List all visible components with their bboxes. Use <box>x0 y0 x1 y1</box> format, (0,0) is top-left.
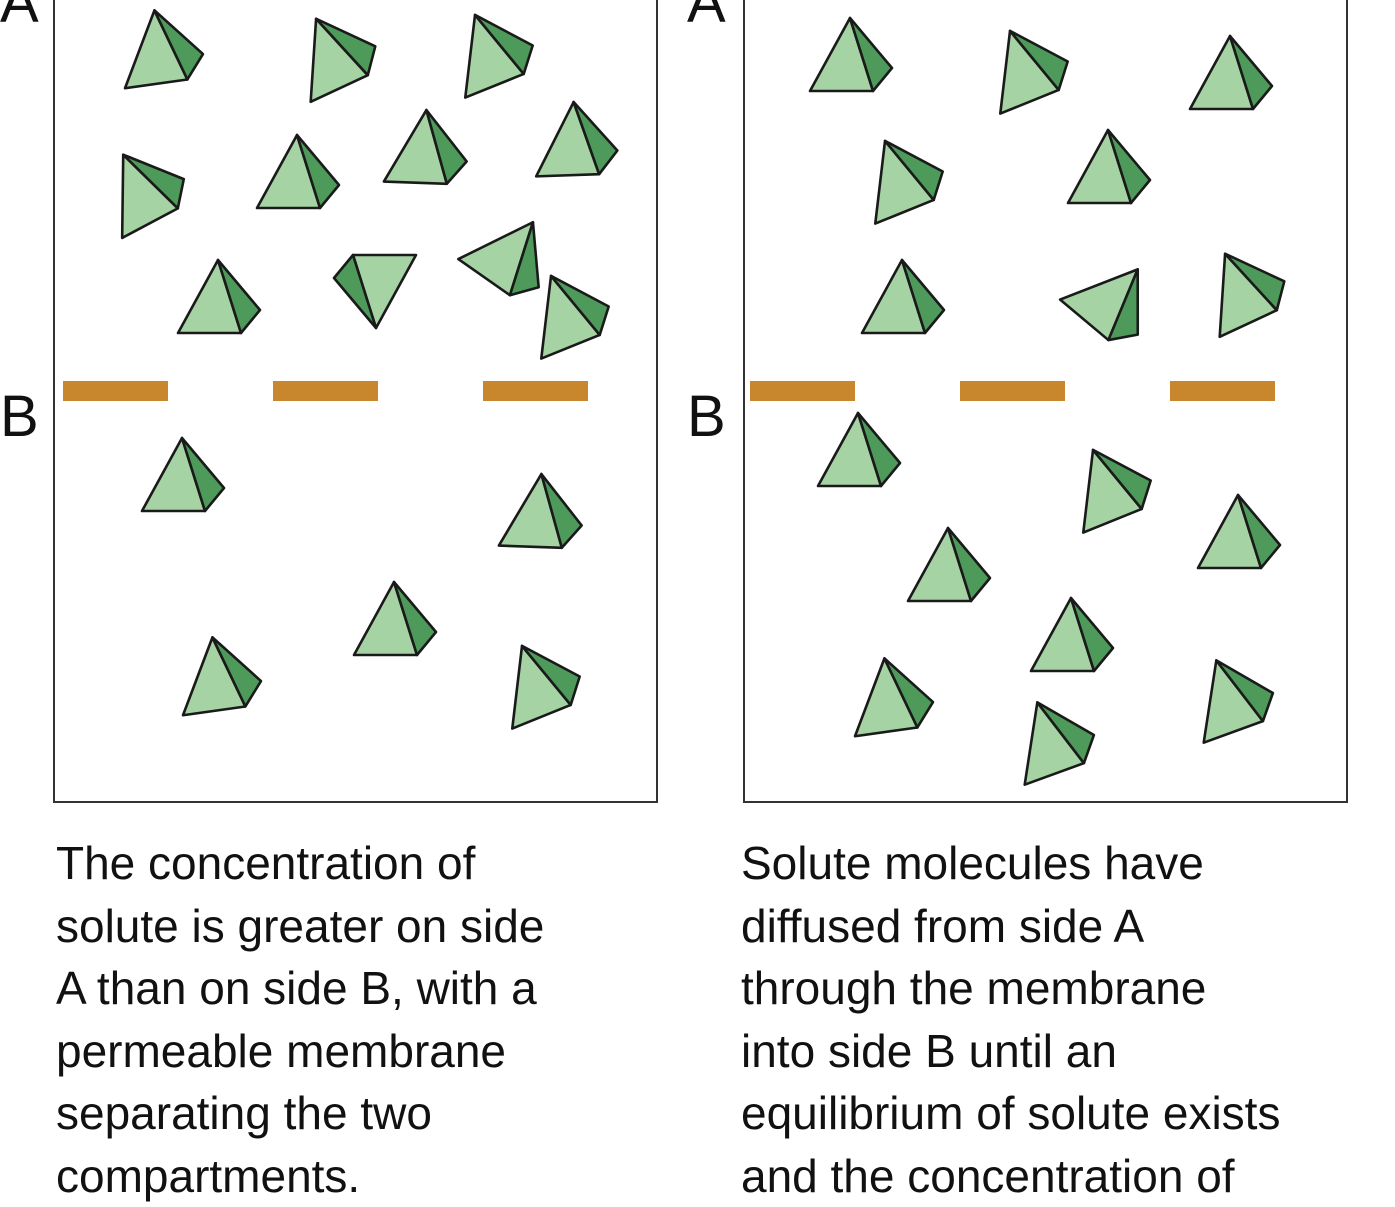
tetrahedron-icon <box>382 108 468 186</box>
membrane-segment <box>63 381 168 401</box>
panel-equilibrium-state: A B Solute molecules have diffused from … <box>687 0 1380 1202</box>
tetrahedron-icon <box>1058 268 1140 342</box>
tetrahedron-icon <box>457 220 540 297</box>
tetrahedron-icon <box>255 133 341 210</box>
tetrahedron-icon <box>534 100 619 178</box>
tetrahedron-icon <box>808 16 894 93</box>
tetrahedron-icon <box>1029 596 1115 673</box>
tetrahedron-icon <box>120 153 186 240</box>
tetrahedron-icon <box>1188 34 1274 111</box>
tetrahedron-icon <box>1202 659 1275 744</box>
tetrahedron-icon <box>510 644 581 730</box>
membrane-segment <box>750 381 855 401</box>
membrane-segment <box>483 381 588 401</box>
side-a-label: A <box>687 0 726 35</box>
tetrahedron-icon <box>1066 128 1152 205</box>
membrane-segment <box>1170 381 1275 401</box>
tetrahedron-icon <box>873 139 944 225</box>
panel-initial-state: A B The concentration of solute is great… <box>0 0 690 1202</box>
tetrahedron-icon <box>1218 252 1286 339</box>
side-a-label: A <box>0 0 39 35</box>
tetrahedron-icon <box>1023 701 1096 786</box>
solute-molecules <box>120 9 619 730</box>
tetrahedron-icon <box>906 526 992 603</box>
panel-caption: Solute molecules have diffused from side… <box>741 837 1281 1202</box>
tetrahedron-icon <box>1196 493 1282 570</box>
solution-container <box>743 0 1348 803</box>
tetrahedron-icon <box>140 436 226 513</box>
tetrahedron-icon <box>352 580 438 657</box>
tetrahedron-icon <box>1081 448 1152 534</box>
tetrahedron-icon <box>309 17 377 104</box>
side-b-label: B <box>0 384 39 449</box>
tetrahedron-icon <box>181 636 263 717</box>
tetrahedron-icon <box>332 253 418 330</box>
membrane-segment <box>960 381 1065 401</box>
tetrahedron-icon <box>998 29 1069 115</box>
tetrahedron-icon <box>816 411 902 488</box>
tetrahedron-icon <box>497 472 583 550</box>
side-b-label: B <box>687 384 726 449</box>
tetrahedron-icon <box>539 274 610 360</box>
tetrahedron-icon <box>123 9 205 90</box>
membrane-segment <box>273 381 378 401</box>
tetrahedron-icon <box>463 13 534 99</box>
solution-container <box>53 0 658 803</box>
tetrahedron-icon <box>853 657 935 738</box>
tetrahedron-icon <box>860 258 946 335</box>
tetrahedron-icon <box>176 258 262 335</box>
solute-molecules <box>808 16 1286 786</box>
panel-caption: The concentration of solute is greater o… <box>56 837 545 1202</box>
